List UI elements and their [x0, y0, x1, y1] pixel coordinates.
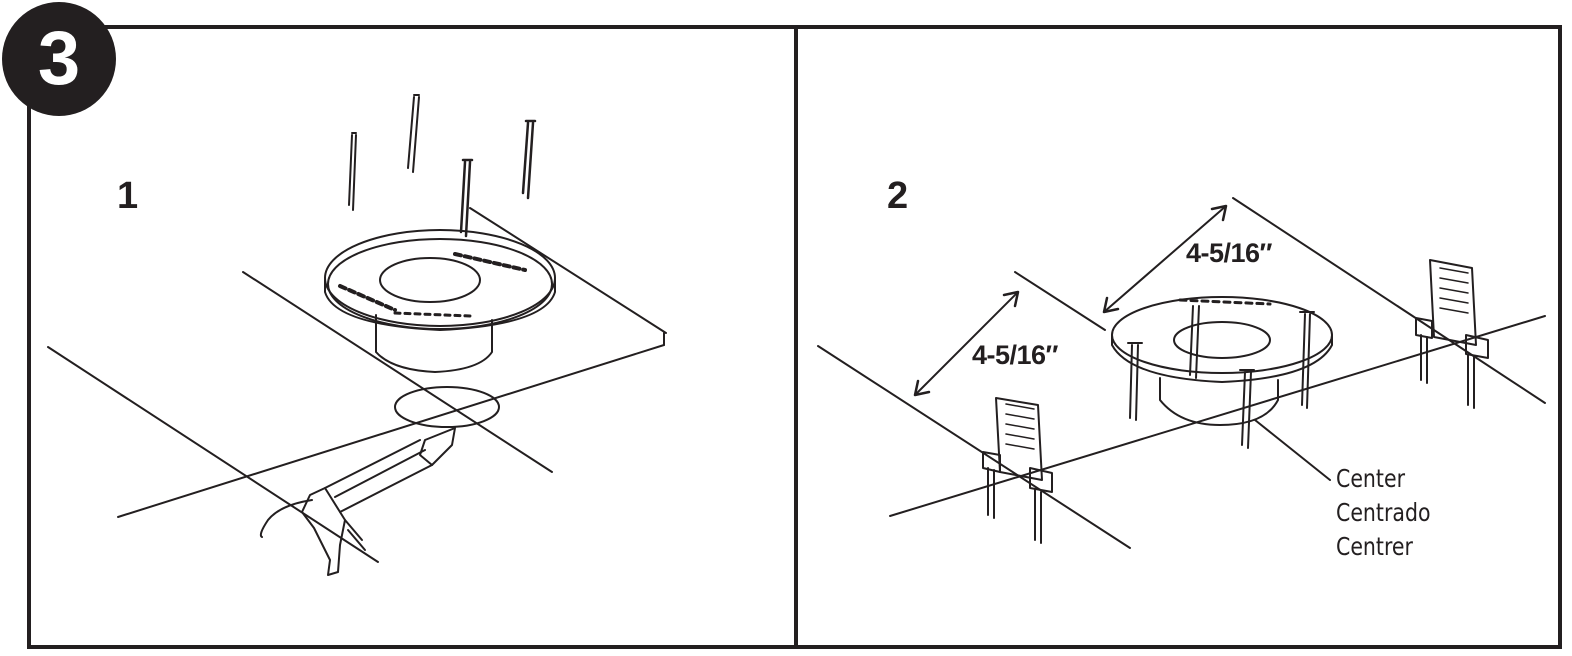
closet-flange	[325, 230, 555, 427]
center-label: Center Centrado Centrer	[1336, 462, 1451, 564]
closet-flange	[1112, 297, 1332, 448]
center-label-french: Centrer	[1336, 532, 1413, 561]
center-label-english: Center	[1336, 464, 1406, 493]
panel-divider	[794, 25, 798, 649]
floor-line	[470, 208, 666, 333]
panel-2-label: 2	[887, 175, 909, 217]
floor-line	[890, 316, 1545, 516]
floor-line	[1233, 198, 1545, 403]
dimension-label-left: 4-5/16″	[972, 340, 1059, 370]
dimension-label-top: 4-5/16″	[1186, 238, 1273, 268]
floor-line	[818, 346, 1130, 548]
step-number: 3	[37, 16, 81, 101]
panel-1-label: 1	[117, 175, 139, 217]
floor-line	[1015, 272, 1105, 330]
dimension-arrow-left	[915, 292, 1018, 395]
screws	[349, 95, 535, 236]
floor-line	[243, 272, 552, 472]
floor-bracket-right	[1416, 260, 1488, 408]
dimension-arrow-top	[1104, 206, 1226, 312]
floor-line	[118, 345, 664, 517]
floor-line	[48, 347, 378, 562]
floor-bracket-left	[983, 398, 1052, 543]
center-leader-line	[1255, 420, 1330, 480]
caulk-gun	[261, 428, 455, 575]
step-number-badge: 3	[2, 2, 116, 116]
center-label-spanish: Centrado	[1336, 498, 1431, 527]
